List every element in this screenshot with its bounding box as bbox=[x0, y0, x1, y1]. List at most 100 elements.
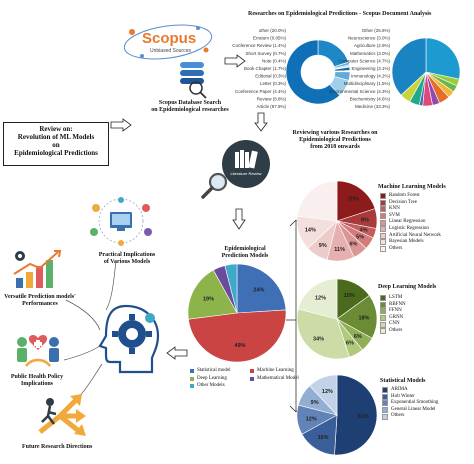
future-directions-icon bbox=[38, 394, 86, 436]
legend-swatch bbox=[382, 387, 388, 394]
pie-slice bbox=[425, 37, 461, 80]
doc-analysis-label: Mathematics (3.0%) bbox=[350, 51, 391, 56]
legend-label: Others bbox=[389, 327, 403, 333]
legend-swatch bbox=[380, 232, 386, 239]
legend-label: General Linear Model bbox=[391, 406, 436, 412]
arrow-down-icon bbox=[232, 208, 246, 230]
legend-swatch bbox=[380, 328, 386, 335]
center-pie-chart: 24% 49% 19% bbox=[187, 263, 287, 363]
literature-review-icon: Literature Review bbox=[222, 140, 270, 188]
dl-pie-chart: 15%18%6%6%34%12% bbox=[296, 278, 378, 360]
legend-swatch bbox=[380, 226, 386, 233]
legend-label: ARIMA bbox=[391, 387, 408, 392]
legend-item: Deep Learning bbox=[190, 376, 250, 383]
analysis-title: Researches on Epidemiological Prediction… bbox=[248, 11, 432, 17]
review-box: Review on: Revolution of ML Models on Ep… bbox=[3, 122, 109, 166]
legend-item: Others bbox=[380, 246, 441, 253]
doc-analysis-label: Editorial (0.3%) bbox=[255, 74, 286, 79]
legend-label: Exponential Smoothing bbox=[391, 400, 439, 406]
legend-item: Artificial Neural Network bbox=[380, 233, 441, 240]
slice-label: 24% bbox=[253, 288, 264, 294]
legend-swatch bbox=[380, 246, 386, 253]
legend-label: CNN bbox=[389, 321, 400, 327]
legend-label: Linear Regression bbox=[389, 219, 426, 225]
slice-label: 51% bbox=[357, 414, 368, 420]
legend-label: GRNN bbox=[389, 314, 404, 320]
slice-label: 12% bbox=[315, 296, 326, 302]
legend-swatch bbox=[380, 295, 386, 302]
practical-implications-icon bbox=[90, 197, 152, 246]
slice-label: 12% bbox=[322, 389, 333, 395]
doc-analysis-label: Multidisciplinary (1.5%) bbox=[344, 81, 391, 86]
legend-item: Holt Winter bbox=[382, 394, 438, 401]
review-line-1: Review on: bbox=[39, 125, 73, 133]
legend-label: RBFNN bbox=[389, 301, 406, 307]
pie-slice bbox=[297, 278, 338, 320]
legend-swatch bbox=[382, 400, 388, 407]
doc-analysis-label: Short Survey (0.7%) bbox=[245, 51, 286, 56]
doc-analysis-label: Conference Paper (4.4%) bbox=[235, 89, 287, 94]
legend-item: Exponential Smoothing bbox=[382, 400, 438, 407]
slice-label: 49% bbox=[235, 343, 246, 349]
legend-label: SVM bbox=[389, 212, 400, 218]
legend-swatch bbox=[380, 199, 386, 206]
review-line-2: Revolution of ML Models bbox=[17, 133, 95, 141]
slice-label: 19% bbox=[203, 296, 214, 302]
legend-item: Statistical model bbox=[190, 368, 250, 375]
public-health-caption: Public Health Policy Implications bbox=[10, 374, 64, 387]
arrow-right-icon bbox=[110, 118, 132, 132]
ml-pie-chart: 20%8%4%5%6%11%9%14% bbox=[296, 180, 378, 262]
legend-item: Logistic Regression bbox=[380, 226, 441, 233]
legend-item: CNN bbox=[380, 321, 406, 328]
legend-swatch bbox=[380, 213, 386, 220]
versatile-caption: Versatile Prediction models' Performance… bbox=[4, 294, 76, 307]
pie-slice bbox=[309, 374, 338, 416]
legend-label: Others bbox=[391, 413, 405, 419]
center-pie-legend: Statistical model Machine Learning Deep … bbox=[190, 368, 320, 390]
legend-label: Holt Winter bbox=[391, 393, 415, 399]
legend-label: Logistic Regression bbox=[389, 225, 429, 231]
slice-label: 16% bbox=[318, 435, 329, 441]
legend-item: KNN bbox=[380, 206, 441, 213]
pie-slice bbox=[296, 308, 350, 360]
slice-label: 4% bbox=[360, 228, 368, 234]
slice-label: 6% bbox=[346, 341, 354, 347]
doc-analysis-label: Immunology (4.2%) bbox=[351, 74, 391, 79]
legend-label: Random Forest bbox=[389, 193, 420, 198]
doc-analysis-label: Neuroscience (3.0%) bbox=[348, 36, 391, 41]
book-label: Literature Review bbox=[230, 171, 262, 176]
center-pie-title: Epidemiological Prediction Models bbox=[221, 246, 269, 259]
legend-item: ARIMA bbox=[382, 387, 438, 394]
slice-label: 15% bbox=[344, 293, 355, 299]
legend-item: FFNN bbox=[380, 308, 406, 315]
slice-label: 12% bbox=[306, 416, 317, 422]
legend-item: Other Models bbox=[190, 383, 250, 390]
slice-label: 20% bbox=[348, 196, 359, 202]
pie-slice bbox=[336, 180, 376, 222]
legend-item: Linear Regression bbox=[380, 219, 441, 226]
arrow-down-icon bbox=[254, 112, 268, 132]
dl-legend-title: Deep Learning Models bbox=[378, 284, 437, 290]
legend-item: Random Forest bbox=[380, 193, 441, 200]
reviewing-caption: Reviewing various Researches on Epidemio… bbox=[292, 130, 378, 150]
doc-analysis-label: Environmental Science (4.3%) bbox=[329, 89, 390, 94]
pie-slice bbox=[236, 263, 287, 314]
public-health-icon bbox=[17, 335, 59, 367]
legend-label: Artificial Neural Network bbox=[389, 232, 441, 238]
doc-analysis-label: Computer Science (4.7%) bbox=[338, 58, 390, 63]
legend-item: Others bbox=[380, 328, 406, 335]
legend-swatch bbox=[380, 219, 386, 226]
ml-legend-title: Machine Learning Models bbox=[378, 184, 446, 190]
slice-label: 6% bbox=[354, 334, 362, 340]
legend-item: SVM bbox=[380, 213, 441, 220]
pie-slice bbox=[187, 269, 238, 320]
gear-head-icon bbox=[98, 304, 160, 374]
practical-caption: Practical Implications of Various Models bbox=[98, 252, 156, 265]
legend-item: Mathematical Model bbox=[250, 376, 320, 383]
subject-area-pie: Other (25.6%)Neuroscience (3.0%)Agricult… bbox=[329, 28, 461, 109]
legend-swatch bbox=[380, 321, 386, 328]
pie-slice bbox=[224, 263, 238, 314]
pie-slice bbox=[285, 39, 341, 105]
